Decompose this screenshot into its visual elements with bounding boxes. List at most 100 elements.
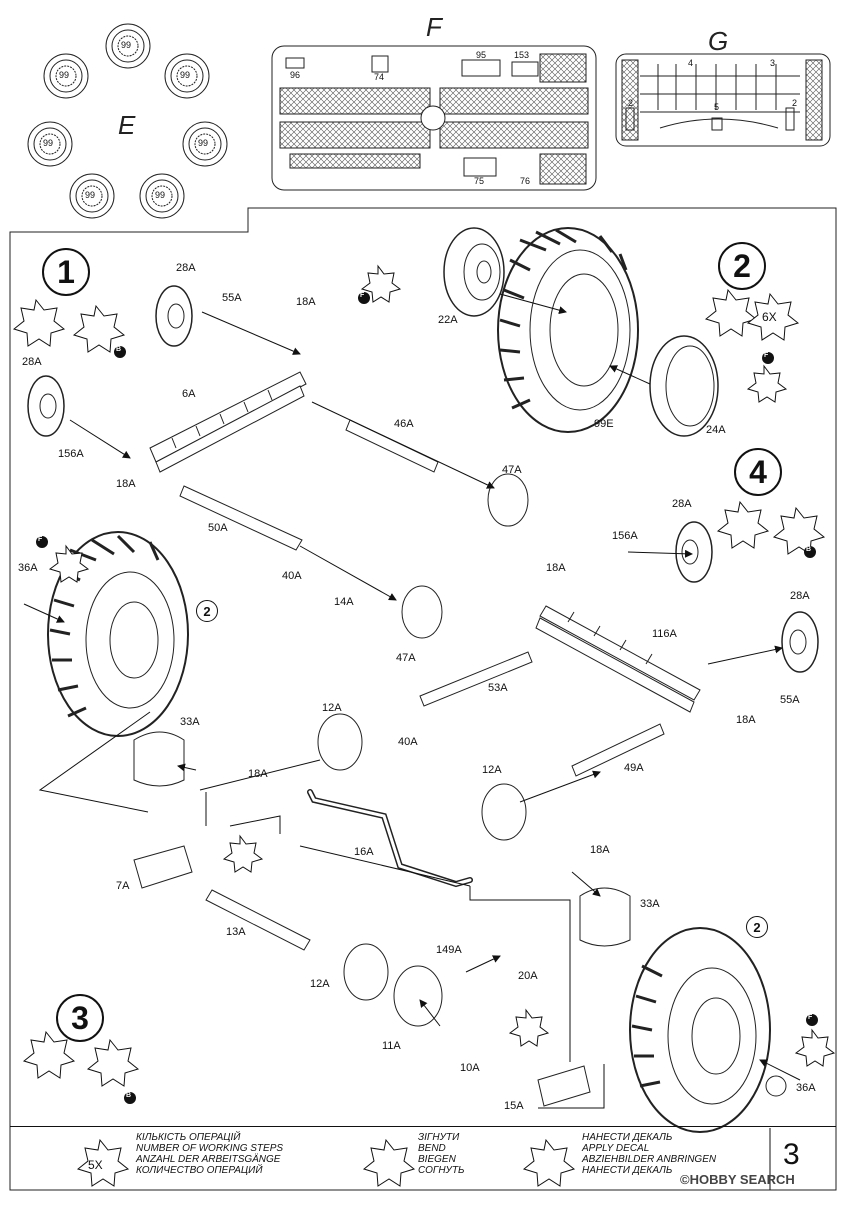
- part-label: 24A: [706, 424, 726, 436]
- part-label: 15A: [504, 1100, 524, 1112]
- guide-lines: [38, 711, 605, 1109]
- sub-step-ref: 2: [746, 916, 768, 938]
- part-label: 47A: [502, 464, 522, 476]
- sprue-f-letter: F: [426, 12, 442, 42]
- sprue-g-part: 2: [628, 98, 634, 108]
- part-label: 99E: [594, 418, 614, 430]
- sprue-g: [615, 53, 831, 147]
- hub-parts: [27, 285, 819, 1097]
- sprue-f-part: 96: [290, 70, 301, 80]
- wheel-24a: [649, 335, 719, 437]
- part-label: 11A: [382, 1040, 401, 1052]
- part-label: 156A: [612, 530, 638, 542]
- sprue-e-part: 99: [85, 190, 96, 200]
- part-label: 33A: [640, 898, 660, 910]
- sprue-f-part: 76: [520, 176, 531, 186]
- part-label: 55A: [222, 292, 242, 304]
- part-label: 49A: [624, 762, 644, 774]
- tire-99e-large: [497, 227, 639, 433]
- step-3-badge: 3: [56, 994, 104, 1042]
- part-label: 6A: [182, 388, 196, 400]
- part-label: 149A: [436, 944, 462, 956]
- sprue-e-part: 99: [155, 190, 166, 200]
- sprue-e: [27, 23, 228, 219]
- part-label: 28A: [22, 356, 42, 368]
- legend-count-icon: 5X: [88, 1158, 103, 1172]
- sprue-g-letter: G: [708, 26, 729, 56]
- part-label: 7A: [116, 880, 130, 892]
- part-label: 18A: [590, 844, 610, 856]
- operation-stars: [12, 264, 836, 1087]
- sprue-g-part: 2: [792, 98, 798, 108]
- part-label: 50A: [208, 522, 228, 534]
- sprue-g-part: 3: [770, 58, 776, 68]
- bend-marker: B: [126, 1092, 132, 1099]
- part-label: 18A: [248, 768, 268, 780]
- count-6x: 6X: [762, 310, 777, 324]
- part-label: 20A: [518, 970, 538, 982]
- sprue-f-part: 95: [476, 50, 487, 60]
- sprue-g-part: 4: [688, 58, 694, 68]
- part-label: 13A: [226, 926, 246, 938]
- part-label: 18A: [736, 714, 756, 726]
- assembly-arrows: [23, 293, 801, 1081]
- part-label: 53A: [488, 682, 508, 694]
- step-2-badge: 2: [718, 242, 766, 290]
- bend-marker: B: [116, 346, 122, 353]
- differentials: [133, 731, 631, 1107]
- watermark: ©HOBBY SEARCH: [680, 1172, 795, 1187]
- part-label: 28A: [790, 590, 810, 602]
- part-label: 18A: [546, 562, 566, 574]
- sprue-f: [271, 45, 597, 191]
- part-label: 36A: [796, 1082, 816, 1094]
- sprue-e-part: 99: [121, 40, 132, 50]
- sub-step-ref: 2: [196, 600, 218, 622]
- part-label: 36A: [18, 562, 38, 574]
- part-label: 18A: [116, 478, 136, 490]
- step-4-badge: 4: [734, 448, 782, 496]
- part-label: 55A: [780, 694, 800, 706]
- part-label: 22A: [438, 314, 458, 326]
- part-label: 40A: [282, 570, 302, 582]
- part-label: 47A: [396, 652, 416, 664]
- part-label: 33A: [180, 716, 200, 728]
- part-label: 18A: [296, 296, 316, 308]
- leaf-springs: [149, 371, 701, 713]
- part-label: 116A: [652, 628, 677, 640]
- sprue-e-part: 99: [198, 138, 209, 148]
- part-label: 40A: [398, 736, 418, 748]
- sprue-e-part: 99: [180, 70, 191, 80]
- sprue-f-part: 153: [514, 50, 530, 60]
- part-label: 12A: [482, 764, 502, 776]
- part-label: 28A: [176, 262, 196, 274]
- part-label: 16A: [354, 846, 374, 858]
- decal-marker: F: [38, 536, 43, 543]
- decal-marker: F: [360, 292, 365, 299]
- legend-icons: [76, 1138, 576, 1187]
- part-label: 156A: [58, 448, 84, 460]
- wheel-22a: [443, 227, 505, 317]
- sprue-f-part: 75: [474, 176, 485, 186]
- sprue-g-part: 5: [714, 102, 720, 112]
- tire-right: [629, 927, 771, 1133]
- part-label: 46A: [394, 418, 414, 430]
- part-label: 10A: [460, 1062, 480, 1074]
- bend-marker: B: [806, 546, 812, 553]
- legend-decal-text: НАНЕСТИ ДЕКАЛЬ APPLY DECAL ABZIEHBILDER …: [582, 1132, 717, 1176]
- sprue-e-letter: E: [118, 110, 136, 140]
- axles: [179, 419, 665, 951]
- sprue-e-part: 99: [59, 70, 70, 80]
- part-label: 28A: [672, 498, 692, 510]
- legend-bar: [10, 1126, 836, 1193]
- sprue-f-part: 74: [374, 72, 385, 82]
- decal-markers: [36, 292, 818, 1104]
- step-1-badge: 1: [42, 248, 90, 296]
- legend-count-text: КІЛЬКІСТЬ ОПЕРАЦІЙ NUMBER OF WORKING STE…: [136, 1132, 284, 1176]
- decal-marker: F: [764, 352, 769, 359]
- part-label: 12A: [322, 702, 342, 714]
- legend-bend-text: ЗІГНУТИ BEND BIEGEN СОГНУТЬ: [418, 1132, 465, 1176]
- part-label: 12A: [310, 978, 330, 990]
- decal-marker: F: [808, 1014, 813, 1021]
